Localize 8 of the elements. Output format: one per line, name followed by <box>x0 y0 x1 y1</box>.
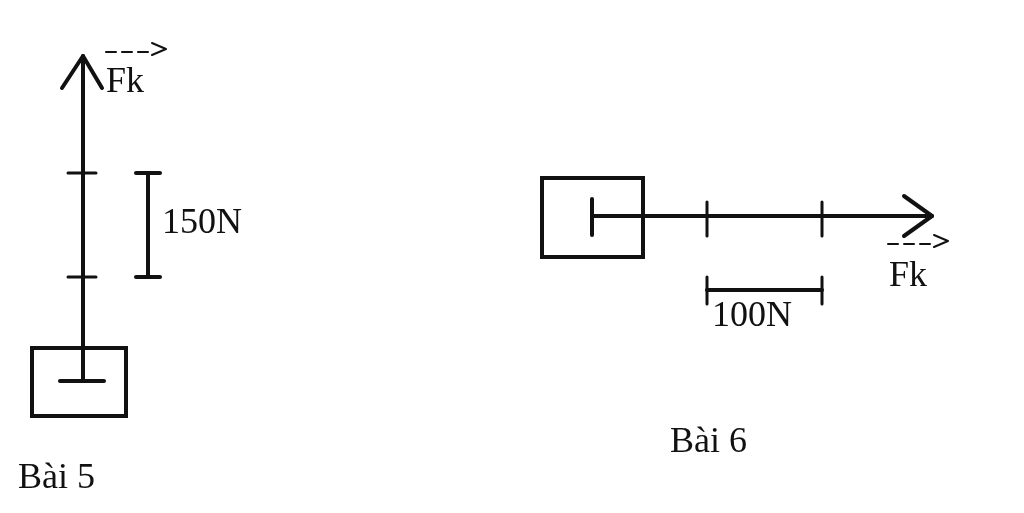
force-label: Fk <box>889 256 928 292</box>
force-label: Fk <box>106 62 145 98</box>
figure-caption: Bài 5 <box>18 458 95 494</box>
figure-caption: Bài 6 <box>670 422 747 458</box>
object-box <box>540 176 645 259</box>
scale-value: 100N <box>712 296 792 332</box>
object-box <box>30 346 128 418</box>
scale-value: 150N <box>162 203 242 239</box>
